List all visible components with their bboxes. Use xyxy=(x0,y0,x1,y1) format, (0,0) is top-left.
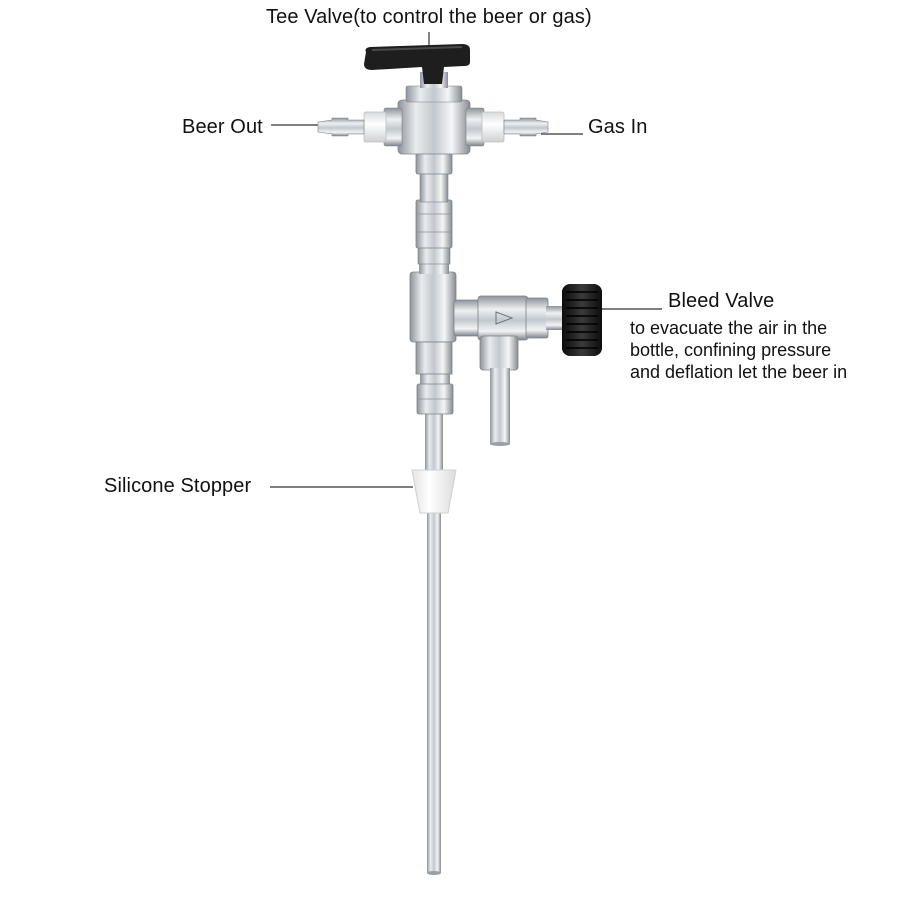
tee-valve-body xyxy=(397,99,471,155)
bleed-outlet-tube xyxy=(490,368,510,444)
bleed-valve-description: to evacuate the air in the bottle, confi… xyxy=(630,317,847,383)
middle-coupler xyxy=(415,199,453,249)
beer-out-fitting xyxy=(363,111,387,143)
lower-tee-body xyxy=(409,271,457,343)
gas-in-label: Gas In xyxy=(588,116,648,138)
bleed-desc-line-1: to evacuate the air in the xyxy=(630,318,828,338)
beer-out-label: Beer Out xyxy=(182,116,263,138)
callout-lines xyxy=(270,32,662,488)
silicone-stopper-label: Silicone Stopper xyxy=(104,475,252,497)
tee-valve-handle xyxy=(364,44,470,84)
tee-valve-label: Tee Valve(to control the beer or gas) xyxy=(266,6,592,28)
gas-in-fitting xyxy=(481,111,505,143)
silicone-stopper xyxy=(411,469,457,514)
upper-tube xyxy=(425,412,443,476)
bleed-desc-line-2: bottle, confining pressure xyxy=(630,340,832,360)
beer-out-barb xyxy=(317,117,365,137)
bleed-desc-line-3: and deflation let the beer in xyxy=(630,362,848,382)
bleed-valve-body xyxy=(477,295,529,341)
bleed-valve-label: Bleed Valve xyxy=(668,290,775,312)
dip-tube xyxy=(427,505,441,873)
bleed-valve-knob xyxy=(562,284,602,356)
gas-in-barb xyxy=(503,117,549,137)
